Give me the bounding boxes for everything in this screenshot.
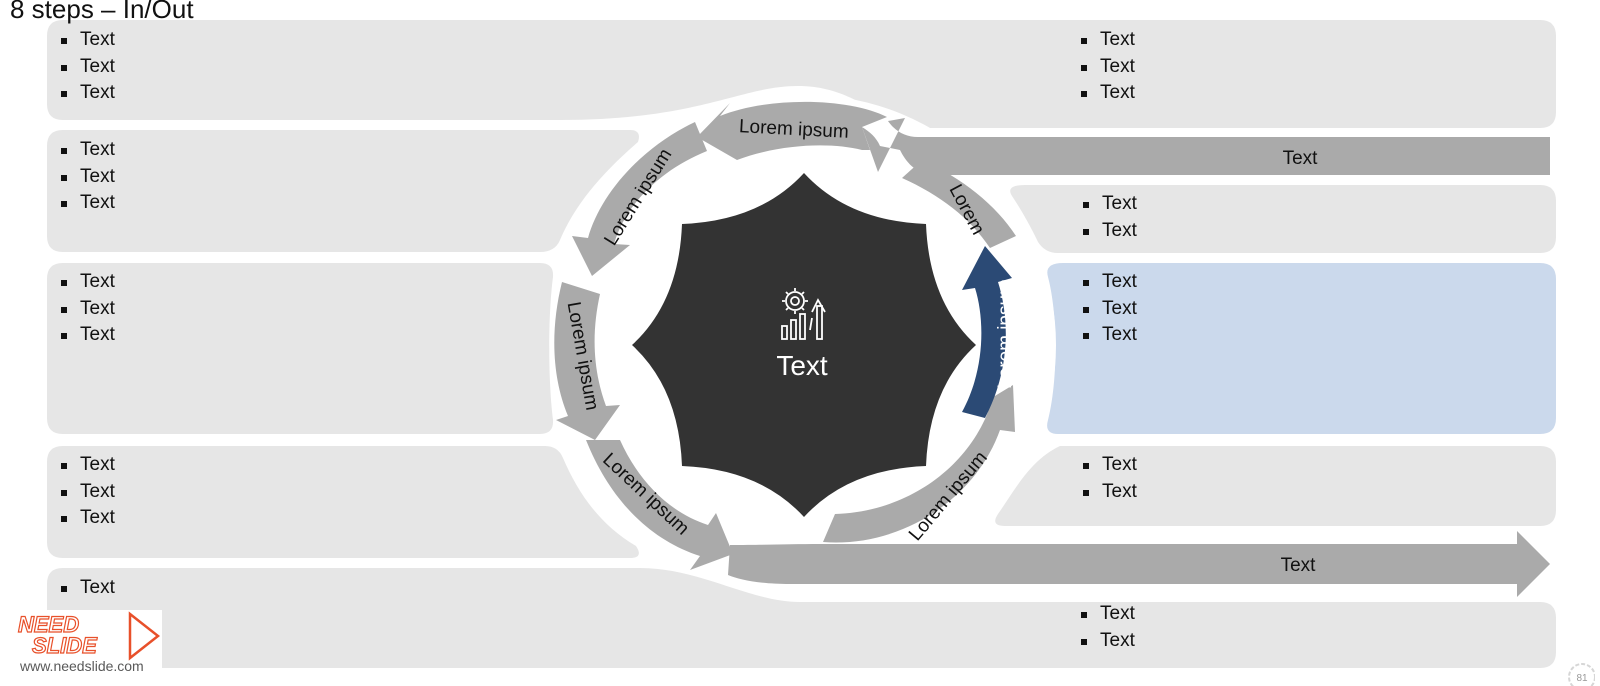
page-number: 81 [1576, 673, 1588, 684]
cycle-arrow-upper-right [902, 160, 1016, 248]
page-number-badge: 81 [1568, 663, 1595, 686]
bullet-item: Text [1081, 452, 1137, 479]
cycle-arrow-left [554, 282, 620, 440]
needslide-logo: NEED SLIDE [12, 610, 162, 680]
left-box-4 [47, 446, 639, 558]
left-box-2 [47, 130, 639, 252]
bullet-item: Text [1079, 601, 1135, 628]
bottom-banner-box [47, 568, 1556, 668]
bullet-item: Text [1081, 479, 1137, 506]
cycle-arrow-upper-left [572, 122, 707, 276]
bullet-item: Text [59, 452, 115, 479]
right-box-4 [995, 446, 1556, 526]
input-arrow-label: Text [1283, 148, 1319, 169]
cycle-arrow-lower-left [586, 440, 733, 570]
bullet-item: Text [1081, 269, 1137, 296]
output-arrow-label: Text [1281, 555, 1317, 576]
bullet-item: Text [59, 164, 115, 191]
cycle-arrow-right-highlight [962, 246, 1012, 418]
bullet-item: Text [1079, 27, 1135, 54]
bullet-item: Text [59, 269, 115, 296]
bullet-item: Text [59, 479, 115, 506]
bullet-item: Text [59, 322, 115, 349]
bullet-item: Text [59, 80, 115, 107]
logo-line-1: NEED [18, 612, 79, 637]
bullet-list-bottom-left: Text [59, 575, 115, 602]
bullet-item: Text [59, 575, 115, 602]
bullet-item: Text [59, 296, 115, 323]
bullet-item: Text [1081, 218, 1137, 245]
cycle-arrow-top [697, 101, 887, 160]
right-box-2 [1010, 185, 1556, 253]
bullet-item: Text [59, 54, 115, 81]
cycle-arrow-lower-right [823, 385, 1015, 543]
bullet-item: Text [59, 505, 115, 532]
bullet-item: Text [1079, 54, 1135, 81]
output-arrow [728, 531, 1550, 597]
bullet-item: Text [1079, 80, 1135, 107]
bullet-item: Text [1081, 296, 1137, 323]
center-label: Text [776, 350, 828, 381]
logo-url: www.needslide.com [20, 658, 144, 674]
bullet-item: Text [59, 27, 115, 54]
cycle-label-right: Lorem ipsum [995, 279, 1016, 389]
bullet-item: Text [1081, 191, 1137, 218]
input-arrow [862, 118, 1550, 175]
cycle-ring [554, 101, 1016, 570]
top-banner-box [47, 20, 1556, 128]
slide-title: 8 steps – In/Out [10, 0, 194, 24]
bullet-item: Text [59, 190, 115, 217]
bullet-item: Text [1081, 322, 1137, 349]
center-star [632, 173, 976, 517]
right-box-3 [1047, 263, 1556, 434]
bullet-item: Text [1079, 628, 1135, 655]
left-box-3 [47, 263, 554, 434]
gear-chart-icon [781, 288, 826, 340]
bullet-item: Text [59, 137, 115, 164]
logo-line-2: SLIDE [32, 633, 98, 658]
